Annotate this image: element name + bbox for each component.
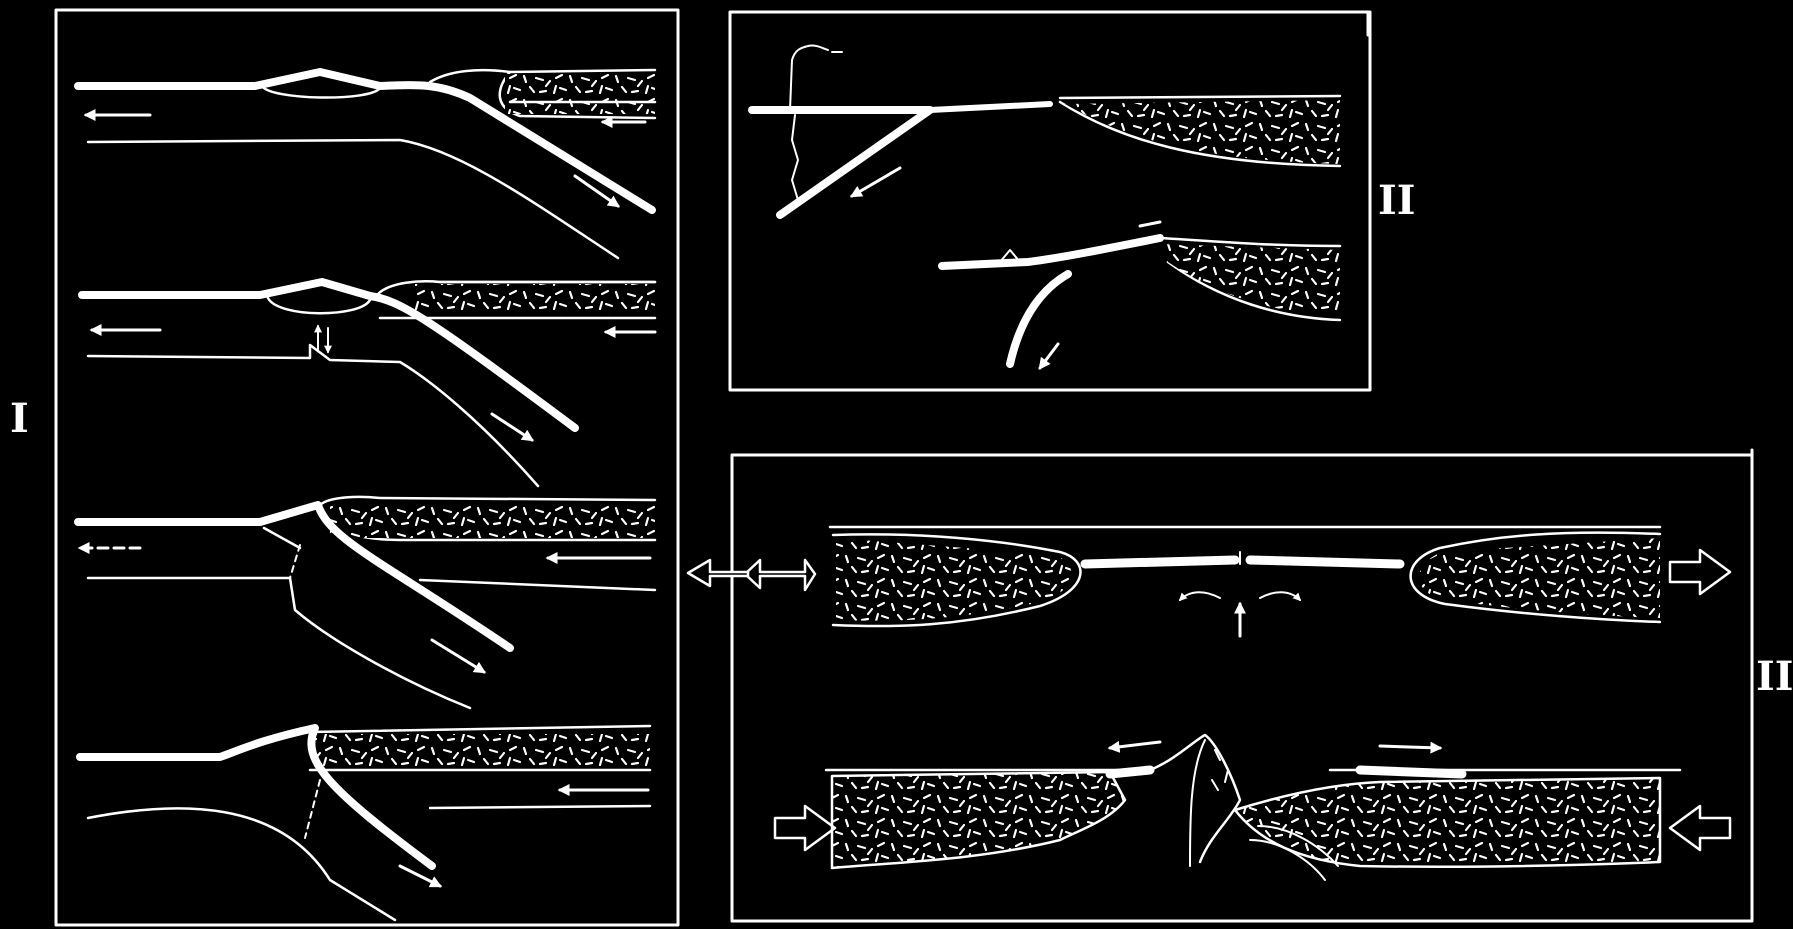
divergence-arrow-right xyxy=(1670,550,1730,594)
stage-1-ridge-plate xyxy=(78,70,655,258)
convergence-arrow-right xyxy=(1670,806,1730,850)
panel-1-frame xyxy=(56,10,678,925)
convergence-arrow-left xyxy=(775,806,835,850)
stage-4-collision xyxy=(80,726,650,920)
rifting-stage xyxy=(688,527,1730,636)
stage-2-ridge-plate xyxy=(82,281,655,486)
island-arc-sketch xyxy=(752,45,1340,215)
panel-label-2: II xyxy=(1378,177,1415,224)
collision-stage xyxy=(775,735,1730,880)
divergence-arrow-left xyxy=(745,560,815,590)
panel-2 xyxy=(730,12,1370,390)
stage-3-collision xyxy=(78,497,655,708)
panel-label-3: III xyxy=(1756,653,1793,700)
panel-label-1: I xyxy=(10,395,29,442)
panel-3 xyxy=(688,450,1752,921)
panel-1 xyxy=(56,10,678,925)
subduction-sketch xyxy=(942,222,1340,368)
panel-2-frame xyxy=(730,12,1370,390)
